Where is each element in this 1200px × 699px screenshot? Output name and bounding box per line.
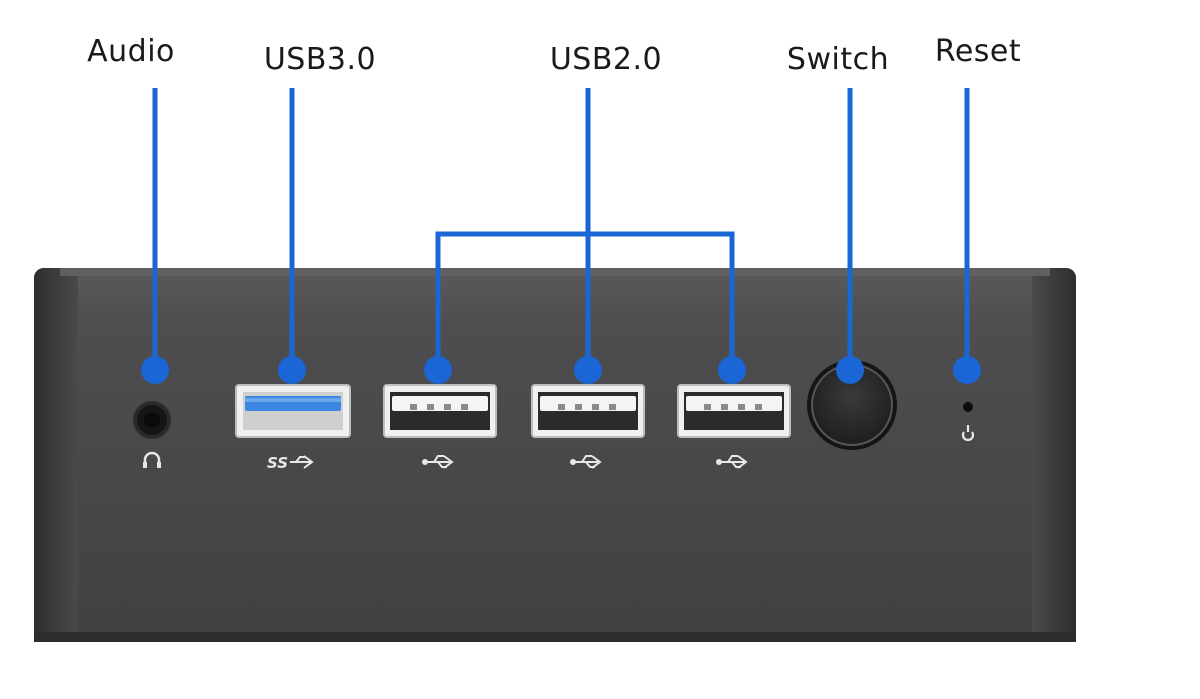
label-switch: Switch [786, 42, 890, 77]
callout-dot-usb2-left [424, 356, 452, 384]
reset-pinhole-icon [961, 425, 975, 442]
usb3-port [235, 384, 351, 438]
callout-lines [152, 88, 970, 368]
label-usb3: USB3.0 [263, 42, 377, 77]
reset-button [963, 402, 973, 412]
usb2-port-right [677, 384, 791, 438]
callout-dot-switch [836, 356, 864, 384]
callout-dot-usb3 [278, 356, 306, 384]
power-switch [807, 360, 897, 450]
usb2-port-left [383, 384, 497, 438]
callout-dot-usb2-right [718, 356, 746, 384]
audio-jack [133, 401, 171, 439]
callout-dot-reset [953, 356, 981, 384]
headphone-icon [143, 451, 161, 468]
label-audio: Audio [87, 34, 175, 69]
usb-icon [570, 455, 602, 469]
usb-icon [422, 455, 454, 469]
usb-icon [716, 455, 748, 469]
device-body [34, 268, 1076, 642]
label-usb2: USB2.0 [549, 42, 663, 77]
usb2-port-middle [531, 384, 645, 438]
callout-usb2-bracket [435, 231, 735, 368]
usb3-ss-mark: SS [267, 454, 288, 472]
usb-superspeed-icon: SS [267, 454, 314, 472]
callout-dot-usb2-middle [574, 356, 602, 384]
label-reset: Reset [934, 34, 1022, 69]
callout-dots [141, 356, 981, 384]
callout-dot-audio [141, 356, 169, 384]
